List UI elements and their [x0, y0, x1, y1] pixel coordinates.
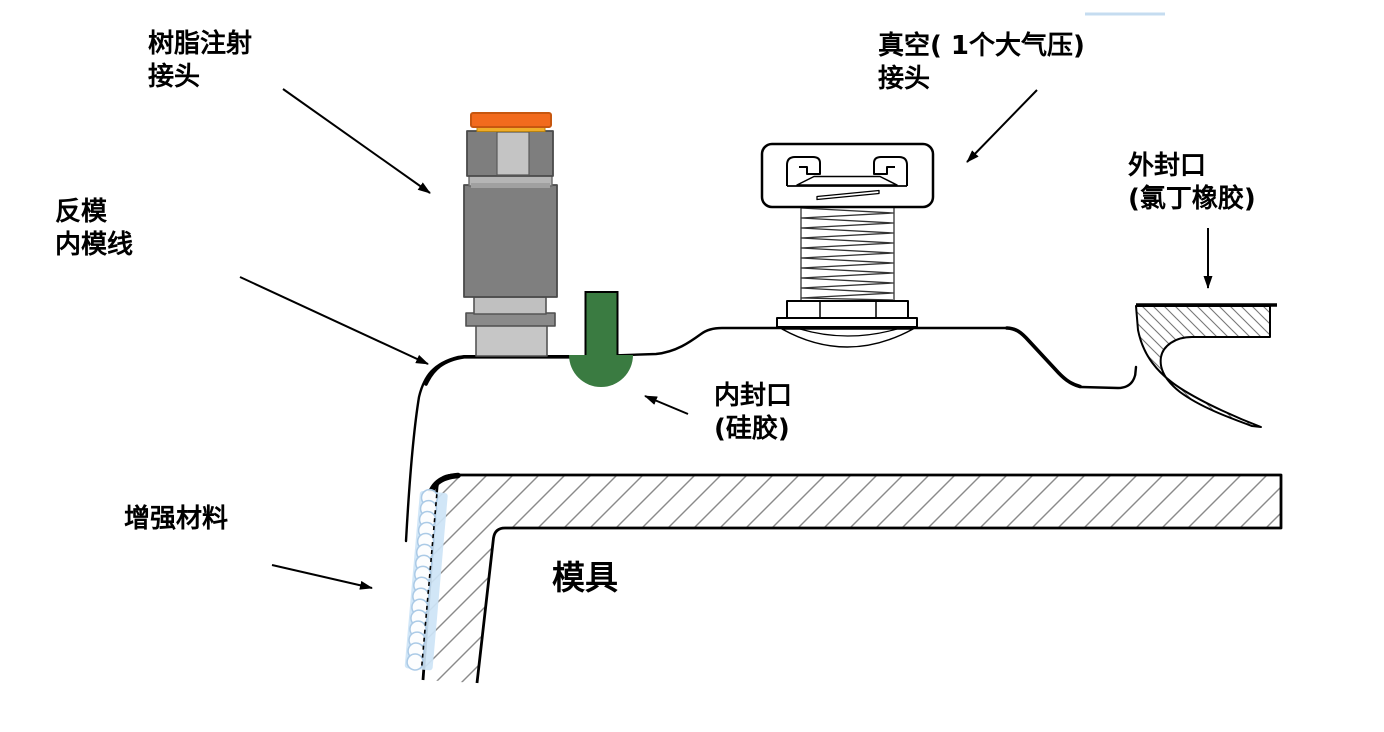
label-outer-seal: 外封口 (氯丁橡胶)	[1128, 151, 1256, 215]
coil-loops	[406, 488, 439, 671]
counter-mold-line	[404, 326, 1138, 543]
inner-seal-shape	[569, 291, 633, 387]
vacuum-threads	[800, 207, 894, 301]
resin-fitting-body	[463, 184, 558, 298]
arrow-counter-mold	[239, 276, 429, 365]
resin-fitting-cap	[470, 112, 552, 128]
label-mold: 模具	[552, 558, 618, 597]
resin-fitting-base	[475, 324, 548, 357]
label-counter-mold: 反模 内模线	[55, 197, 134, 261]
label-inner-seal: 内封口 (硅胶)	[714, 381, 793, 445]
ply-dashed-line	[420, 494, 438, 668]
label-vacuum-port: 真空( 1个大气压) 接头	[878, 31, 1085, 95]
outer-seal-shape	[1135, 303, 1277, 428]
arrow-vacuum-port	[966, 89, 1038, 163]
vacuum-fitting	[760, 142, 935, 348]
label-resin-inlet: 树脂注射 接头	[148, 29, 253, 93]
arrow-reinforcement	[271, 564, 373, 590]
vacuum-cam-head	[760, 142, 935, 209]
arrow-resin-inlet	[282, 88, 431, 194]
resin-fitting	[463, 112, 558, 357]
arrow-inner-seal	[644, 395, 689, 415]
reinforcement-strip	[404, 488, 448, 671]
label-reinforcement: 增强材料	[124, 504, 229, 534]
